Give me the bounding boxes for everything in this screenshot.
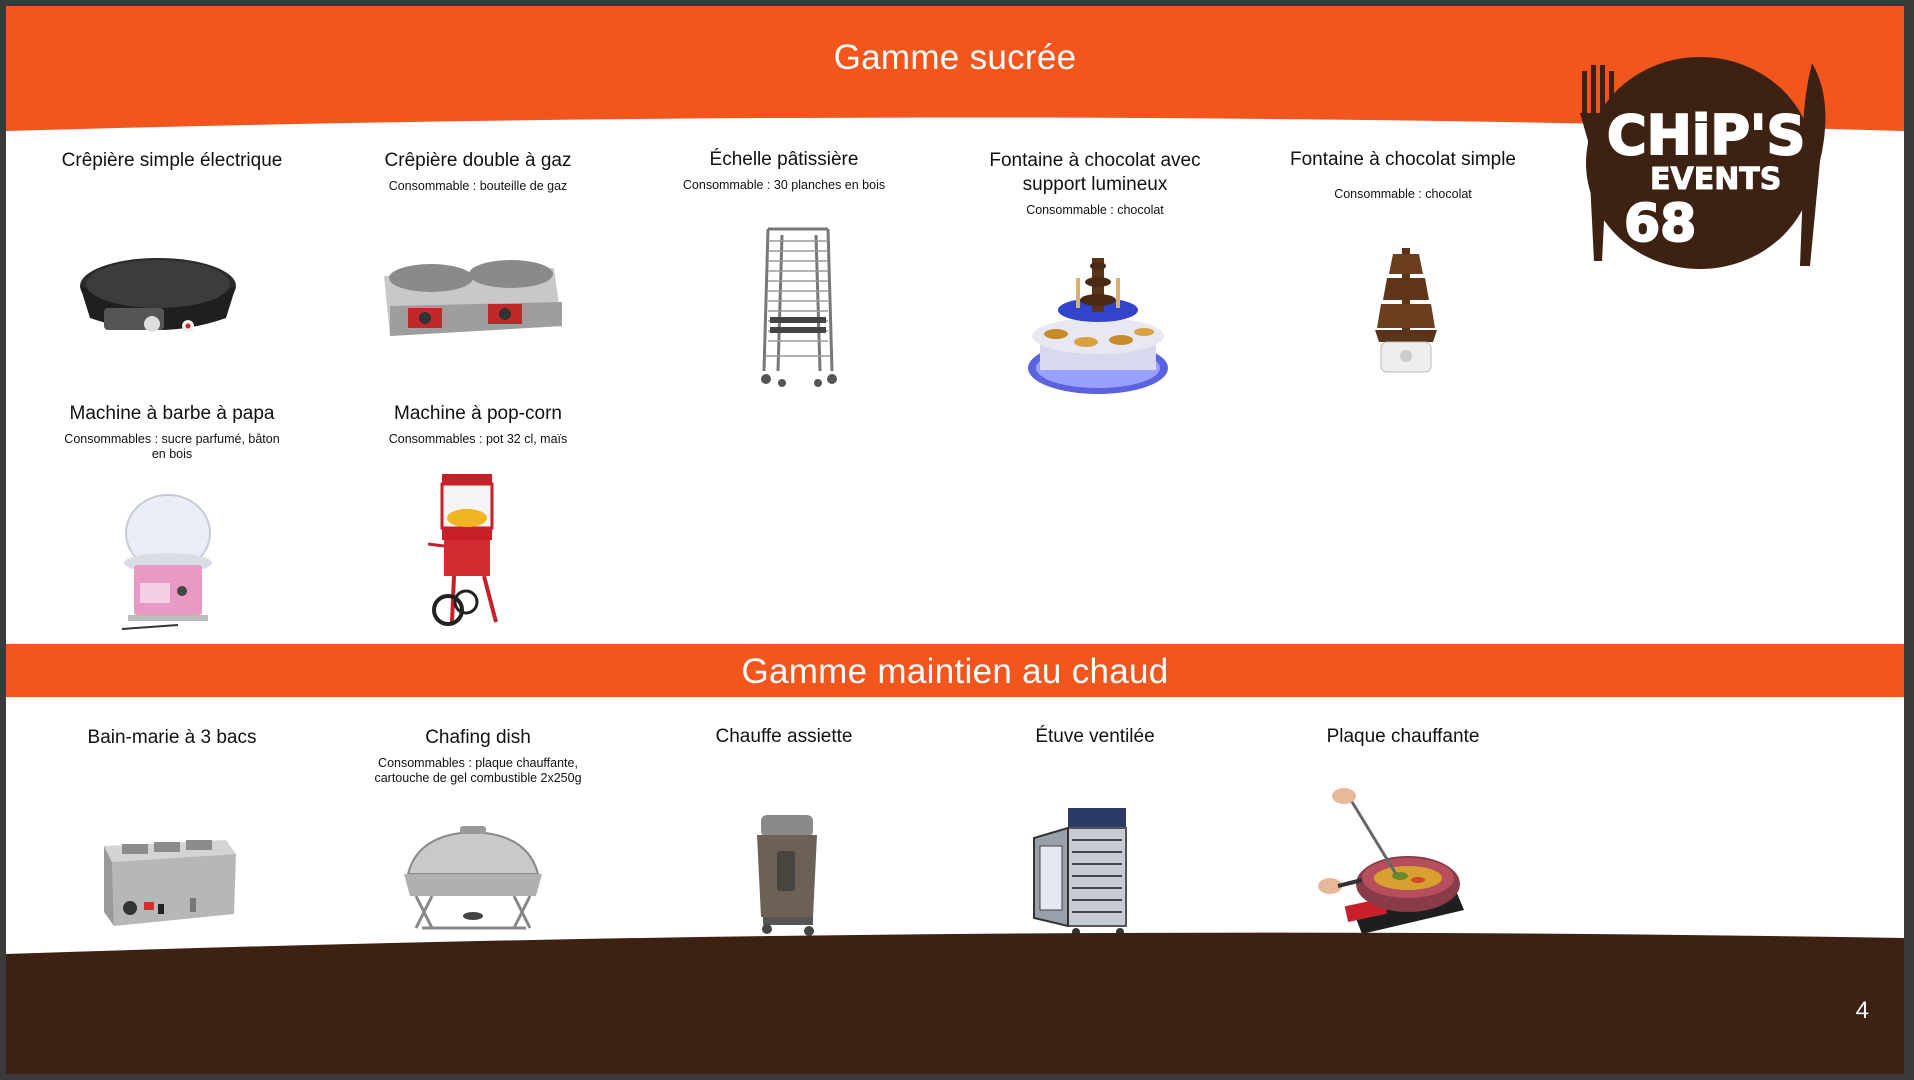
product-chauffe-assiette: Chauffe assiette xyxy=(649,725,919,749)
product-crepiere-double: Crêpière double à gaz Consommable : bout… xyxy=(343,149,613,194)
product-crepiere-simple: Crêpière simple électrique xyxy=(37,149,307,173)
product-name: Machine à barbe à papa xyxy=(69,403,275,424)
chips-events-logo: CHiP'S EVENTS 68 xyxy=(1580,57,1826,269)
product-name-line-1: Fontaine à chocolat avec xyxy=(989,150,1201,171)
product-chafing-dish: Chafing dish Consommables : plaque chauf… xyxy=(343,726,613,786)
product-consumable: Consommable : bouteille de gaz xyxy=(388,179,568,193)
footer-band xyxy=(6,932,1904,1074)
product-name-line-2: support lumineux xyxy=(1022,174,1168,195)
product-bain-marie: Bain-marie à 3 bacs xyxy=(37,726,307,750)
barbe-a-papa-image xyxy=(121,494,212,630)
product-name: Chafing dish xyxy=(425,727,531,748)
bain-marie-image xyxy=(104,840,236,926)
product-name: Plaque chauffante xyxy=(1326,726,1480,747)
logo-text-3: 68 xyxy=(1624,194,1696,254)
product-plaque-chauffante: Plaque chauffante xyxy=(1268,725,1538,749)
fontaine-lumineuse-image xyxy=(1028,258,1168,394)
plaque-chauffante-image xyxy=(1318,788,1464,934)
product-name: Bain-marie à 3 bacs xyxy=(87,727,257,748)
product-name: Fontaine à chocolat simple xyxy=(1289,149,1516,170)
product-name: Machine à pop-corn xyxy=(394,403,562,424)
product-consumable: Consommables : pot 32 cl, maïs xyxy=(388,432,568,446)
logo-text-2: EVENTS xyxy=(1650,162,1781,197)
page-number: 4 xyxy=(1855,997,1869,1024)
product-consumable: Consommable : chocolat xyxy=(1026,203,1164,217)
fontaine-simple-image xyxy=(1375,248,1437,373)
product-consumable-line-1: Consommables : sucre parfumé, bâton xyxy=(64,432,280,446)
product-pop-corn: Machine à pop-corn Consommables : pot 32… xyxy=(343,402,613,447)
slide: Gamme sucrée CHiP'S EVENTS 68 Crêpière s… xyxy=(6,6,1904,1074)
product-consumable: Consommable : chocolat xyxy=(1334,187,1472,201)
product-echelle-patissiere: Échelle pâtissière Consommable : 30 plan… xyxy=(649,148,919,193)
echelle-patissiere-image xyxy=(761,227,837,387)
top-banner xyxy=(6,6,1904,131)
product-consumable-line-2: en bois xyxy=(151,447,193,461)
product-consumable-line-2: cartouche de gel combustible 2x250g xyxy=(374,771,582,785)
product-etuve-ventilee: Étuve ventilée xyxy=(960,725,1230,749)
section-title-sucree: Gamme sucrée xyxy=(833,38,1077,77)
section-title-chaud: Gamme maintien au chaud xyxy=(741,652,1169,691)
product-fontaine-simple: Fontaine à chocolat simple Consommable :… xyxy=(1268,148,1538,202)
crepiere-double-image xyxy=(384,260,562,336)
crepiere-simple-image xyxy=(80,258,236,332)
product-name: Crêpière simple électrique xyxy=(61,150,283,171)
middle-banner xyxy=(6,644,1904,697)
product-name: Crêpière double à gaz xyxy=(384,150,572,171)
product-consumable: Consommable : 30 planches en bois xyxy=(682,178,886,192)
product-barbe-a-papa: Machine à barbe à papa Consommables : su… xyxy=(37,402,307,462)
pop-corn-image xyxy=(427,474,498,626)
etuve-ventilee-image xyxy=(1033,808,1127,936)
chafing-dish-image xyxy=(404,826,542,930)
product-consumable-line-1: Consommables : plaque chauffante, xyxy=(378,756,578,770)
chauffe-assiette-image xyxy=(757,815,817,936)
product-fontaine-lumineuse: Fontaine à chocolat avec support lumineu… xyxy=(960,149,1230,218)
product-name: Chauffe assiette xyxy=(715,726,853,747)
product-name: Étuve ventilée xyxy=(1035,726,1155,747)
logo-text-1: CHiP'S xyxy=(1607,104,1805,167)
product-name: Échelle pâtissière xyxy=(709,149,859,170)
